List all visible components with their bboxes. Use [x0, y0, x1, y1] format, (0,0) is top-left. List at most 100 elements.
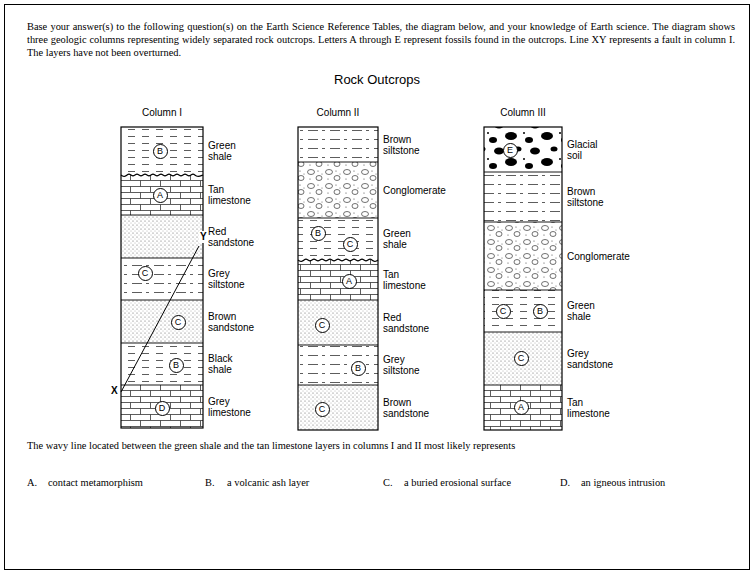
- fossil-letter: A: [346, 276, 352, 286]
- fossil-circle: A: [342, 274, 357, 289]
- rock-pattern: [121, 385, 203, 428]
- rock-name: Brown siltstone: [567, 186, 604, 208]
- rock-layer: Tan limestoneA: [121, 175, 203, 215]
- rock-name: Red sandstone: [208, 226, 254, 248]
- fault-end-letter: Y: [199, 231, 208, 243]
- rock-pattern: [484, 172, 562, 222]
- fossil-letter: C: [518, 353, 525, 363]
- rock-pattern: [484, 127, 562, 172]
- rock-name: Grey siltstone: [208, 268, 245, 290]
- layer-boundary: [121, 258, 203, 259]
- fossil-letter: B: [157, 146, 163, 156]
- choice-text: contact metamorphism: [48, 476, 143, 489]
- fossil-circle: D: [155, 401, 170, 416]
- fossil-circle: B: [533, 304, 548, 319]
- fossil-circle: B: [169, 358, 184, 373]
- rock-layer: Conglomerate: [484, 222, 562, 290]
- rock-name: Red sandstone: [383, 312, 429, 334]
- layer-boundary: [484, 290, 562, 291]
- choice-text: an igneous intrusion: [581, 476, 665, 489]
- rock-layer: Tan limestoneA: [298, 260, 378, 300]
- unconformity-wavy-line: [298, 259, 378, 261]
- rock-pattern: [298, 218, 378, 260]
- rock-pattern: [298, 385, 378, 430]
- fossil-circle: E: [503, 143, 518, 158]
- rock-name: Grey siltstone: [383, 354, 420, 376]
- rock-pattern: [298, 300, 378, 345]
- rock-layer: Brown sandstoneC: [121, 300, 203, 343]
- rock-layer: Green shaleBC: [298, 218, 378, 260]
- choice-text: a volcanic ash layer: [227, 476, 309, 489]
- rock-pattern: [484, 290, 562, 332]
- rock-name: Brown sandstone: [383, 397, 429, 419]
- rock-pattern: [298, 345, 378, 385]
- rock-pattern: [121, 215, 203, 258]
- rock-layer: Tan limestoneA: [484, 385, 562, 430]
- fossil-letter: D: [159, 403, 166, 413]
- column-title: Column I: [101, 107, 223, 119]
- fossil-circle: C: [315, 318, 330, 333]
- rock-layer: Grey sandstoneC: [484, 332, 562, 385]
- fossil-circle: B: [351, 361, 366, 376]
- rock-column: Column IIBrown siltstoneConglomerateGree…: [298, 127, 378, 430]
- rock-name: Conglomerate: [383, 185, 446, 196]
- fossil-letter: B: [537, 306, 543, 316]
- layer-boundary: [298, 345, 378, 346]
- column-outline: [121, 127, 203, 428]
- rock-pattern: [121, 343, 203, 385]
- rock-pattern: [484, 385, 562, 430]
- fossil-letter: B: [173, 360, 179, 370]
- choice-letter: B.: [205, 476, 215, 489]
- fossil-circle: C: [514, 351, 529, 366]
- layer-boundary: [121, 385, 203, 386]
- fossil-letter: A: [157, 190, 163, 200]
- fossil-circle: A: [153, 188, 168, 203]
- rock-name: Green shale: [208, 140, 236, 162]
- layer-boundary: [298, 218, 378, 219]
- choice-letter: D.: [560, 476, 570, 489]
- rock-pattern: [298, 127, 378, 162]
- fossil-circle: C: [315, 402, 330, 417]
- diagram-title: Rock Outcrops: [0, 72, 754, 88]
- rock-layer: Brown siltstone: [484, 172, 562, 222]
- fossil-letter: C: [500, 306, 507, 316]
- column-title: Column II: [278, 107, 398, 119]
- layer-boundary: [484, 332, 562, 333]
- rock-layer: Brown sandstoneC: [298, 385, 378, 430]
- rock-name: Grey limestone: [208, 396, 251, 418]
- choice-letter: A.: [27, 476, 37, 489]
- rock-name: Conglomerate: [567, 251, 630, 262]
- fossil-circle: B: [153, 144, 168, 159]
- rock-pattern: [121, 300, 203, 343]
- rock-layer: Green shaleB: [121, 127, 203, 175]
- rock-layer: Grey limestoneD: [121, 385, 203, 428]
- fossil-circle: C: [138, 266, 153, 281]
- rock-layer: Red sandstone: [121, 215, 203, 258]
- column-outline: [298, 127, 378, 430]
- rock-pattern: [298, 162, 378, 218]
- rock-pattern: [298, 260, 378, 300]
- choice-text: a buried erosional surface: [404, 476, 511, 489]
- fault-line: [121, 246, 199, 392]
- rock-name: Tan limestone: [383, 269, 426, 291]
- rock-name: Tan limestone: [208, 184, 251, 206]
- layer-boundary: [484, 385, 562, 386]
- rock-name: Green shale: [383, 228, 411, 250]
- rock-name: Glacial soil: [567, 139, 598, 161]
- fossil-circle: B: [311, 226, 326, 241]
- rock-layer: Glacial soilE: [484, 127, 562, 172]
- layer-boundary: [484, 222, 562, 223]
- fossil-letter: C: [175, 317, 182, 327]
- rock-pattern: [484, 222, 562, 290]
- rock-layer: Conglomerate: [298, 162, 378, 218]
- rock-name: Black shale: [208, 353, 232, 375]
- fossil-letter: E: [507, 145, 513, 155]
- rock-layer: Brown siltstone: [298, 127, 378, 162]
- fossil-letter: A: [518, 402, 524, 412]
- rock-pattern: [121, 127, 203, 175]
- layer-boundary: [484, 172, 562, 173]
- fossil-letter: B: [355, 363, 361, 373]
- rock-name: Grey sandstone: [567, 348, 613, 370]
- question-text: The wavy line located between the green …: [27, 439, 739, 452]
